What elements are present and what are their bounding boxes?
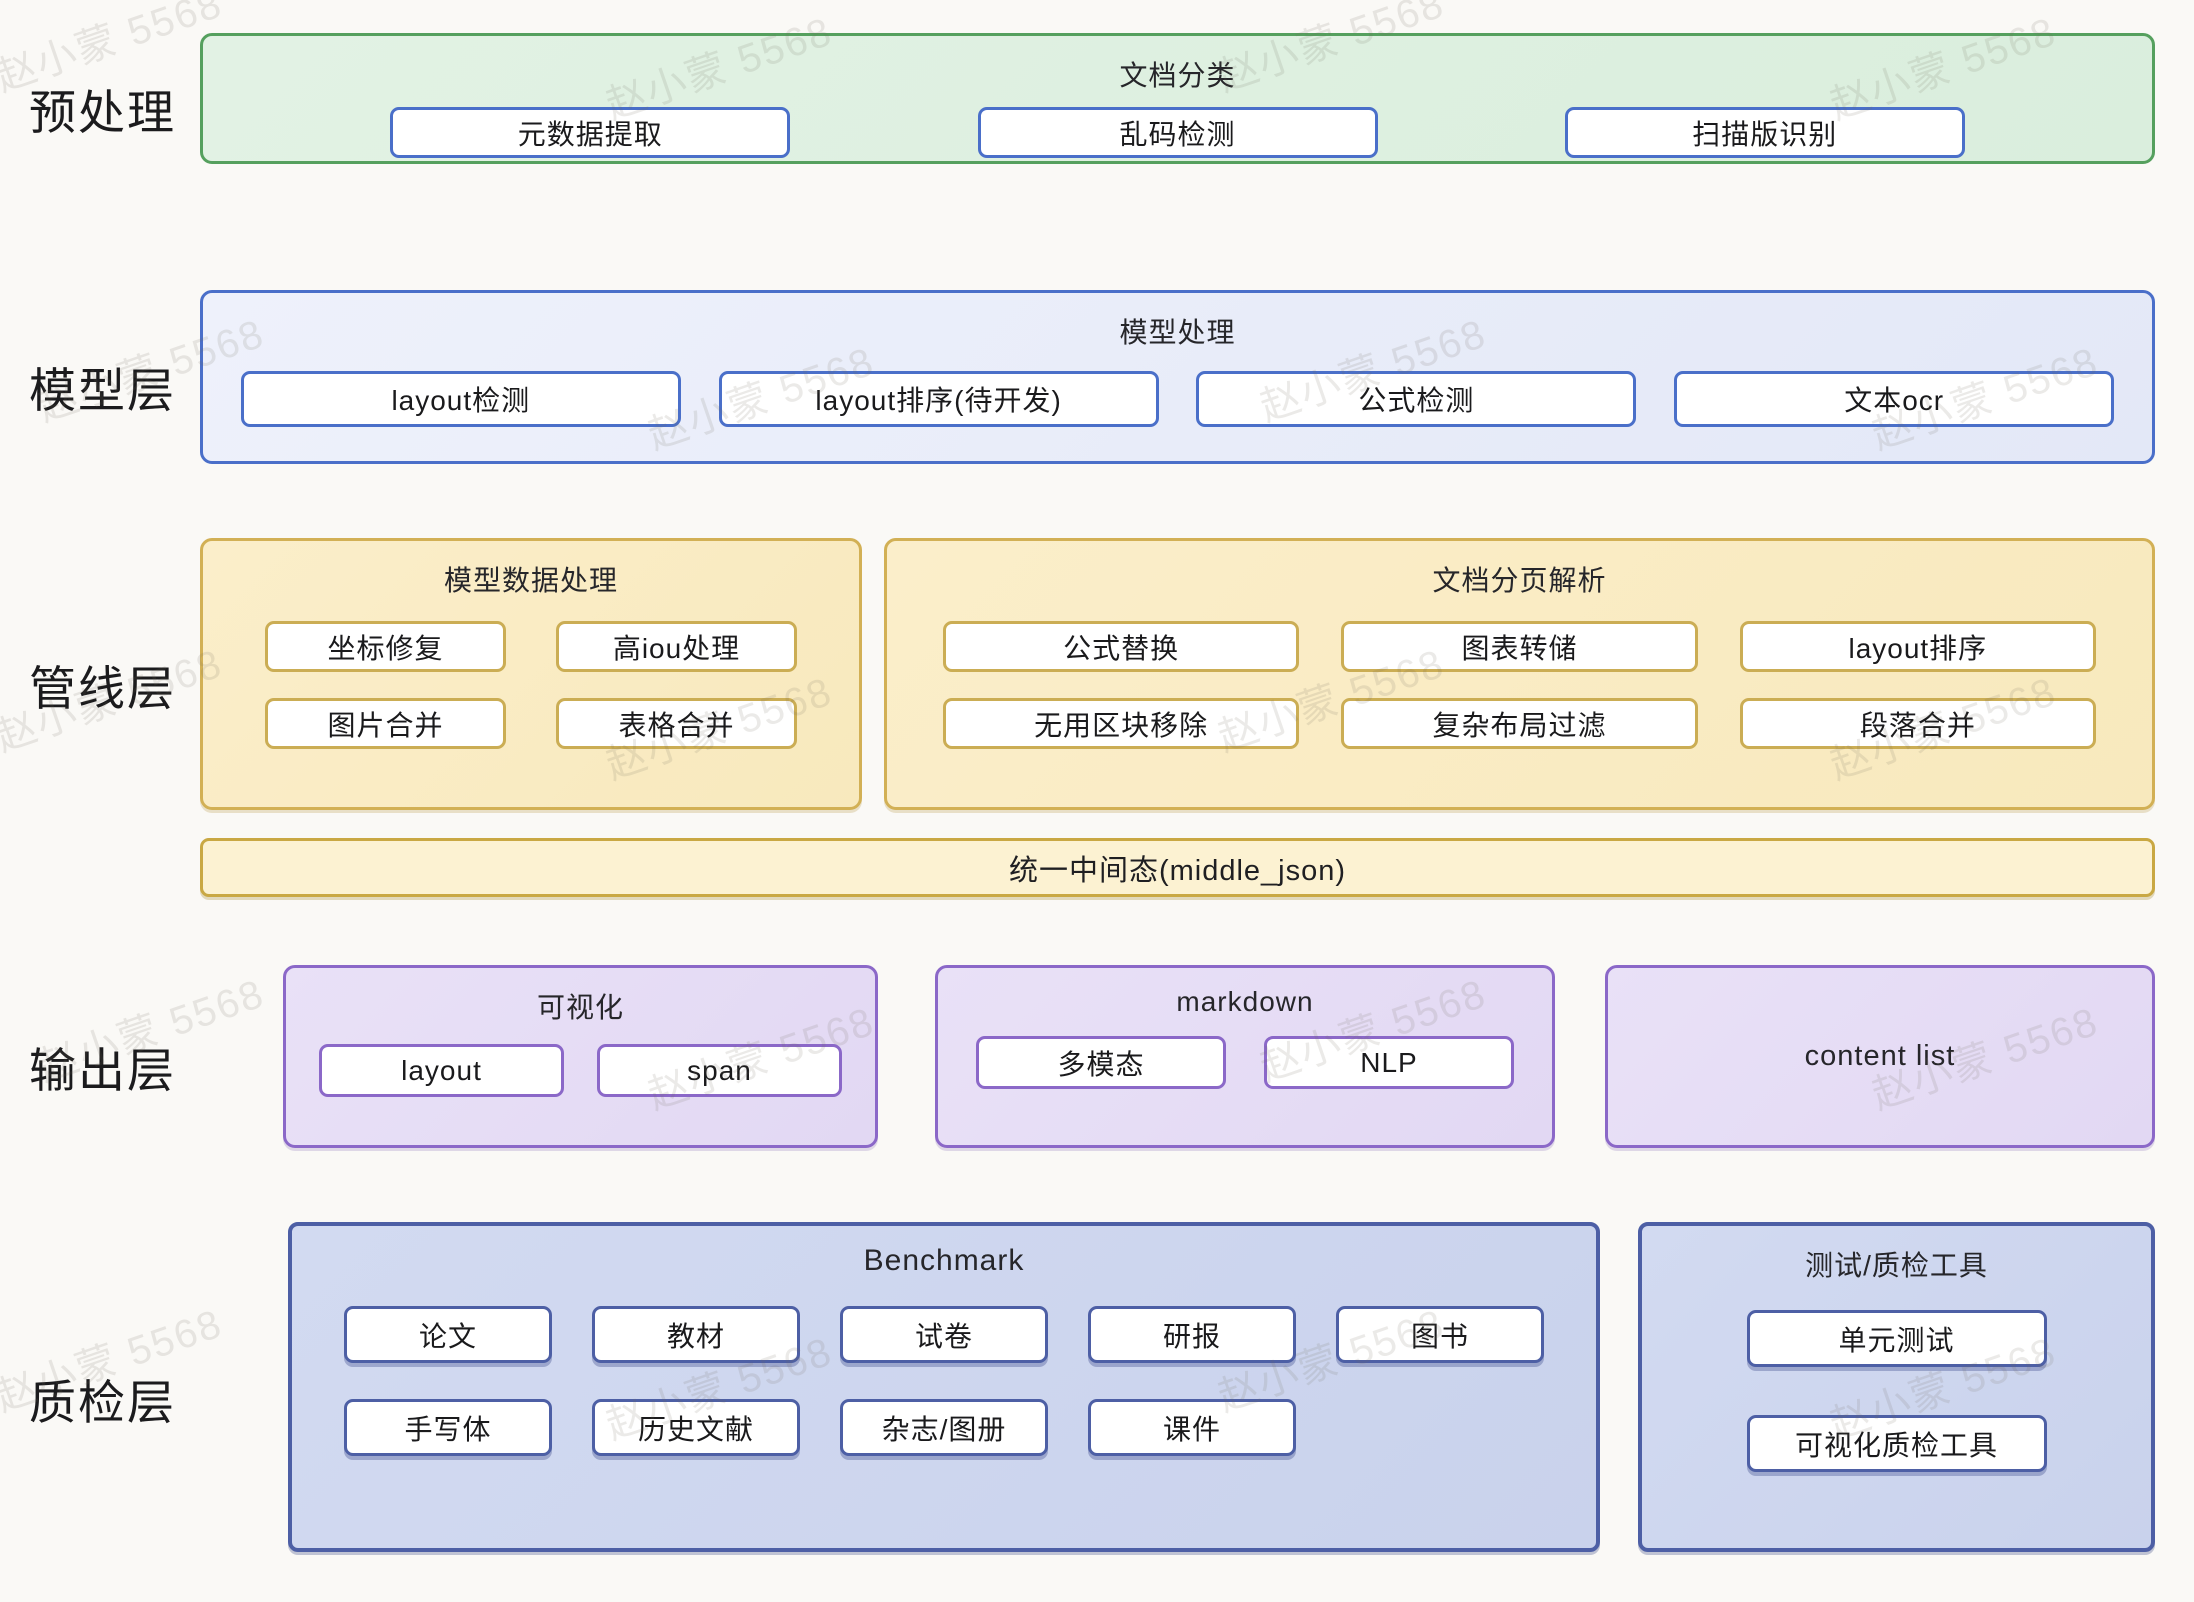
node-book: 图书 xyxy=(1336,1306,1544,1363)
node-formula-replacement: 公式替换 xyxy=(943,621,1300,672)
layer-label-model: 模型层 xyxy=(29,364,176,417)
node-formula-detection: 公式检测 xyxy=(1196,371,1637,427)
node-layout-sorting-todo: layout排序(待开发) xyxy=(718,371,1159,427)
group-model-data-processing: 模型数据处理 坐标修复 高iou处理 图片合并 表格合并 xyxy=(200,538,862,810)
group-title: 模型数据处理 xyxy=(443,565,618,596)
group-title: content list xyxy=(1804,1040,1956,1072)
node-complex-layout-filter: 复杂布局过滤 xyxy=(1341,698,1698,749)
layer-label-qc: 质检层 xyxy=(29,1376,176,1429)
group-model-processing: 模型处理 layout检测 layout排序(待开发) 公式检测 文本ocr xyxy=(200,290,2155,464)
node-metadata-extraction: 元数据提取 xyxy=(390,107,791,158)
node-chart-dump: 图表转储 xyxy=(1341,621,1698,672)
node-visual-qc-tool: 可视化质检工具 xyxy=(1746,1415,2047,1472)
node-garbled-text-detection: 乱码检测 xyxy=(977,107,1378,158)
node-layout-vis: layout xyxy=(319,1044,564,1097)
group-title: markdown xyxy=(1176,986,1314,1017)
node-high-iou-handling: 高iou处理 xyxy=(556,621,797,672)
group-content-list: content list xyxy=(1605,965,2155,1148)
group-title: 文档分页解析 xyxy=(1432,565,1607,596)
node-text-ocr: 文本ocr xyxy=(1674,371,2115,427)
group-title: 文档分类 xyxy=(1119,60,1236,91)
node-table-merge: 表格合并 xyxy=(556,698,797,749)
node-layout-detection: layout检测 xyxy=(240,371,681,427)
node-useless-block-removal: 无用区块移除 xyxy=(943,698,1300,749)
node-courseware: 课件 xyxy=(1088,1399,1296,1456)
node-image-merge: 图片合并 xyxy=(265,698,506,749)
node-multimodal: 多模态 xyxy=(976,1036,1226,1089)
node-exam-paper: 试卷 xyxy=(840,1306,1048,1363)
group-test-qc-tools: 测试/质检工具 单元测试 可视化质检工具 xyxy=(1638,1222,2155,1552)
group-markdown: markdown 多模态 NLP xyxy=(935,965,1555,1148)
layer-label-pipeline: 管线层 xyxy=(29,662,176,715)
node-handwriting: 手写体 xyxy=(344,1399,552,1456)
layer-label-output: 输出层 xyxy=(29,1044,176,1097)
node-unit-test: 单元测试 xyxy=(1746,1310,2047,1367)
node-textbook: 教材 xyxy=(592,1306,800,1363)
node-nlp: NLP xyxy=(1264,1036,1514,1089)
group-title: 测试/质检工具 xyxy=(1805,1250,1988,1281)
layer-label-preprocessing: 预处理 xyxy=(29,86,176,139)
group-title: 可视化 xyxy=(536,992,624,1023)
node-research-report: 研报 xyxy=(1088,1306,1296,1363)
node-paragraph-merge: 段落合并 xyxy=(1739,698,2096,749)
node-magazine-album: 杂志/图册 xyxy=(840,1399,1048,1456)
node-historical-document: 历史文献 xyxy=(592,1399,800,1456)
group-benchmark: Benchmark 论文 教材 试卷 研报 图书 手写体 历史文献 杂志/图册 … xyxy=(288,1222,1600,1552)
node-layout-sorting: layout排序 xyxy=(1739,621,2096,672)
group-visualization: 可视化 layout span xyxy=(283,965,878,1148)
node-coordinate-fix: 坐标修复 xyxy=(265,621,506,672)
node-unified-middle-state: 统一中间态(middle_json) xyxy=(200,838,2155,897)
group-document-classification: 文档分类 元数据提取 乱码检测 扫描版识别 xyxy=(200,33,2155,164)
node-paper: 论文 xyxy=(344,1306,552,1363)
group-title: 模型处理 xyxy=(1119,317,1236,348)
group-title: Benchmark xyxy=(863,1244,1025,1277)
node-scan-version-recognition: 扫描版识别 xyxy=(1564,107,1965,158)
node-span-vis: span xyxy=(597,1044,842,1097)
group-document-page-parsing: 文档分页解析 公式替换 图表转储 layout排序 无用区块移除 复杂布局过滤 … xyxy=(884,538,2155,810)
